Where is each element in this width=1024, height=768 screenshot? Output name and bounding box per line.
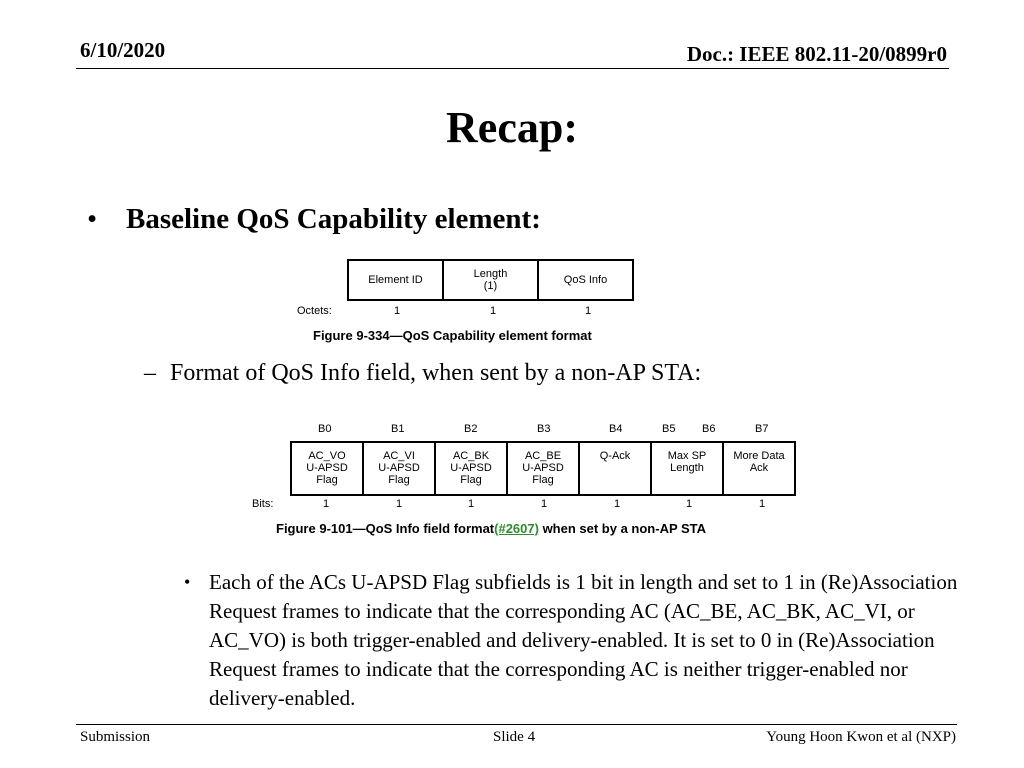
bit-label: B5 (662, 423, 676, 435)
field-ac-vo: AC_VO U-APSD Flag (290, 441, 364, 496)
field-more-data-ack: More Data Ack (722, 441, 796, 496)
field-qos-info: QoS Info (537, 259, 634, 301)
field-ac-bk: AC_BK U-APSD Flag (434, 441, 508, 496)
comment-link[interactable]: (#2607) (494, 521, 539, 536)
bit-label: B4 (609, 423, 623, 435)
bits-label: Bits: (252, 498, 274, 510)
bits-value: 1 (759, 498, 766, 510)
bits-value: 1 (396, 498, 403, 510)
sub-bullet-text: Format of QoS Info field, when sent by a… (170, 360, 702, 386)
footer-author: Young Hoon Kwon et al (NXP) (766, 729, 956, 745)
figure1-caption: Figure 9-334—QoS Capability element form… (313, 328, 592, 343)
caption-text-end: when set by a non-AP STA (538, 521, 707, 536)
bits-value: 1 (686, 498, 693, 510)
bit-label: B0 (318, 423, 332, 435)
header-date: 6/10/2020 (80, 38, 166, 62)
header-divider (76, 68, 949, 69)
octets-value: 1 (490, 305, 497, 317)
detail-bullet-text: Each of the ACs U-APSD Flag subfields is… (209, 570, 958, 710)
footer-divider (76, 724, 957, 725)
bits-value: 1 (323, 498, 330, 510)
figure2-caption: Figure 9-101—QoS Info field format(#2607… (276, 521, 706, 536)
footer-slide-number: Slide 4 (493, 729, 536, 745)
field-ac-vi: AC_VI U-APSD Flag (362, 441, 436, 496)
bits-value: 1 (468, 498, 475, 510)
bit-label: B6 (702, 423, 716, 435)
bits-value: 1 (541, 498, 548, 510)
field-length: Length (1) (442, 259, 539, 301)
bit-label: B2 (464, 423, 478, 435)
octets-label: Octets: (297, 305, 332, 317)
bullet-marker: • (87, 203, 98, 235)
qos-capability-table: Element ID Length (1) QoS Info (347, 259, 634, 301)
field-q-ack: Q-Ack (578, 441, 652, 496)
bits-value: 1 (614, 498, 621, 510)
slide-title: Recap: (446, 103, 578, 152)
qos-info-table: AC_VO U-APSD Flag AC_VI U-APSD Flag AC_B… (290, 441, 796, 496)
sub-bullet-marker: – (144, 360, 156, 386)
octets-value: 1 (394, 305, 401, 317)
bullet-text: Baseline QoS Capability element: (126, 203, 541, 235)
field-element-id: Element ID (347, 259, 444, 301)
detail-bullet-marker: • (184, 572, 191, 592)
octets-value: 1 (585, 305, 592, 317)
field-max-sp-length: Max SP Length (650, 441, 724, 496)
bit-label: B7 (755, 423, 769, 435)
sub-bullet-format: –Format of QoS Info field, when sent by … (144, 360, 701, 387)
field-ac-be: AC_BE U-APSD Flag (506, 441, 580, 496)
bit-label: B3 (537, 423, 551, 435)
footer-submission: Submission (80, 729, 151, 745)
header-doc-id: Doc.: IEEE 802.11-20/0899r0 (686, 42, 947, 66)
bit-label: B1 (391, 423, 405, 435)
caption-text: Figure 9-101—QoS Info field format (276, 521, 495, 536)
